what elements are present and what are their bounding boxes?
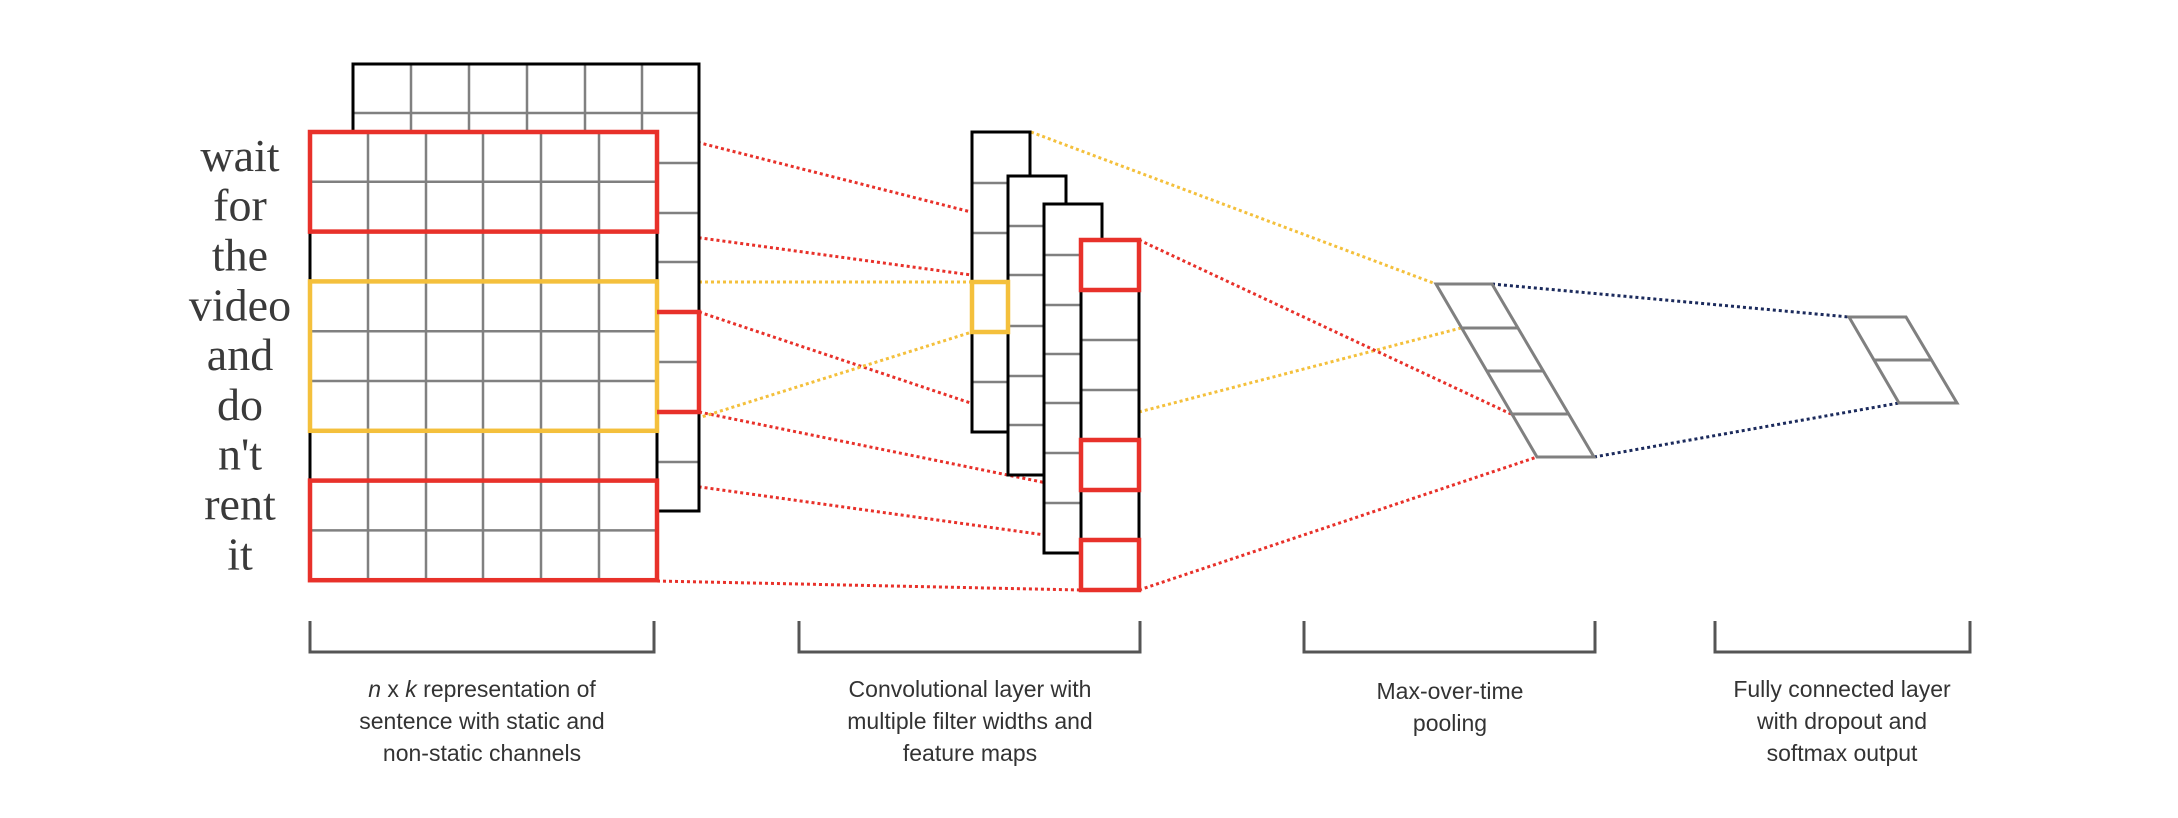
caption-input-line3: non-static channels <box>383 740 581 766</box>
dotted-connection <box>1030 130 1437 286</box>
pooling-vector <box>1433 282 1597 459</box>
dotted-connection <box>656 479 1082 542</box>
caption-pooling-line2: pooling <box>1413 710 1487 736</box>
caption-conv-line3: feature maps <box>903 740 1037 766</box>
feature-map-bg <box>1081 240 1139 590</box>
stage-bracket-4 <box>1713 621 1972 654</box>
stage-bracket-1 <box>308 621 656 654</box>
word-6: n't <box>218 429 262 480</box>
filter-window-red-bottom <box>307 478 660 583</box>
captions: n x k representation of sentence with st… <box>359 676 1951 766</box>
word-5: do <box>217 379 263 430</box>
dotted-connection <box>1138 326 1462 414</box>
diagram-shapes <box>307 62 1972 654</box>
dotted-connection <box>1138 238 1512 416</box>
filter-window-red-top <box>307 129 660 234</box>
dotted-connection <box>656 330 973 433</box>
dotted-connection <box>1138 455 1538 592</box>
filter-window-red-static <box>657 309 702 415</box>
caption-fc-line3: softmax output <box>1767 740 1918 766</box>
word-1: for <box>213 180 267 231</box>
dotted-connection <box>1491 282 1850 319</box>
caption-conv-line2: multiple filter widths and <box>847 708 1092 734</box>
caption-conv: Convolutional layer with <box>849 676 1092 702</box>
dotted-connection <box>1593 401 1900 459</box>
dotted-connection <box>698 310 1082 442</box>
word-3: video <box>189 279 291 330</box>
dotted-connection <box>656 130 1082 242</box>
feature-map-red-cell <box>1078 437 1142 493</box>
stage-bracket-2 <box>797 621 1142 654</box>
caption-fc: Fully connected layer <box>1733 676 1951 702</box>
feature-map-yellow-cell <box>969 279 1011 335</box>
caption-pooling: Max-over-time <box>1377 678 1524 704</box>
dotted-connection <box>656 579 1082 592</box>
feature-map-red-cell <box>1078 237 1142 293</box>
caption-fc-line2: with dropout and <box>1756 708 1927 734</box>
caption-input-line2: sentence with static and <box>359 708 604 734</box>
stage-bracket-3 <box>1302 621 1597 654</box>
connection-lines <box>656 130 1900 592</box>
word-2: the <box>212 230 268 281</box>
fc-output-vector <box>1846 315 1960 405</box>
filter-window-yellow <box>307 279 660 434</box>
word-7: rent <box>204 479 276 530</box>
caption-input: n x k representation of <box>368 676 596 702</box>
feature-map-red-cell <box>1078 537 1142 593</box>
word-4: and <box>207 329 273 380</box>
word-8: it <box>227 528 253 579</box>
word-0: wait <box>200 130 279 181</box>
dotted-connection <box>698 410 1082 492</box>
